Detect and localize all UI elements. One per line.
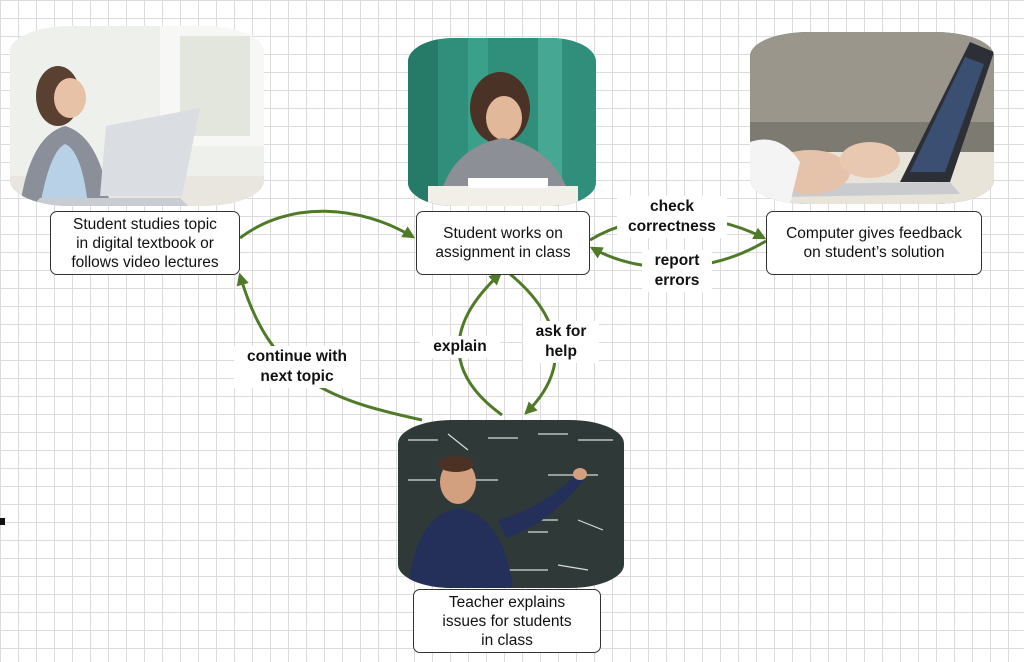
node-computer-feedback: Computer gives feedback on student’s sol… xyxy=(766,211,982,275)
node-study-topic: Student studies topic in digital textboo… xyxy=(50,211,240,275)
student-writing-photo xyxy=(408,38,596,206)
node-teacher-explains-label: Teacher explains issues for students in … xyxy=(442,593,572,649)
node-works-on-assignment-label: Student works on assignment in class xyxy=(435,225,571,261)
laptop-typing-photo xyxy=(750,32,994,204)
label-report-errors: report errors xyxy=(642,250,712,292)
label-ask-for-help: ask for help xyxy=(523,321,599,363)
student-laptop-photo xyxy=(10,26,264,206)
label-explain: explain xyxy=(420,336,500,358)
edge-marker xyxy=(0,518,5,525)
node-teacher-explains: Teacher explains issues for students in … xyxy=(413,589,601,653)
node-study-topic-label: Student studies topic in digital textboo… xyxy=(71,215,219,271)
node-works-on-assignment: Student works on assignment in class xyxy=(416,211,590,275)
teacher-blackboard-photo xyxy=(398,420,624,588)
node-computer-feedback-label: Computer gives feedback on student’s sol… xyxy=(786,225,962,261)
label-continue-next-topic: continue with next topic xyxy=(234,346,360,388)
arrow-study-to-assignment xyxy=(239,209,416,240)
label-check-correctness: check correctness xyxy=(617,196,727,238)
